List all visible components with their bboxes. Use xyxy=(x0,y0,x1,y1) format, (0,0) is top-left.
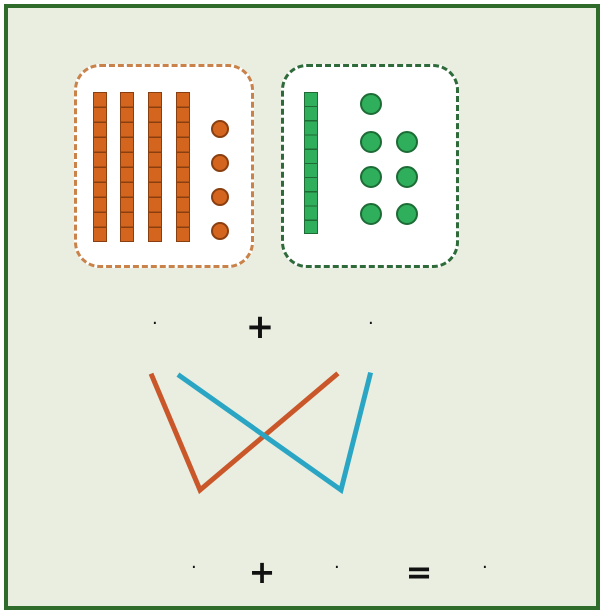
blue-match-line xyxy=(180,375,370,490)
ones-sum-blank: · xyxy=(334,559,340,577)
tens-sum-blank: · xyxy=(191,559,197,577)
plus-sign: + xyxy=(247,556,277,588)
orange-match-line xyxy=(152,375,336,490)
result-blank: · xyxy=(482,559,488,577)
equals-sign: = xyxy=(402,556,436,588)
